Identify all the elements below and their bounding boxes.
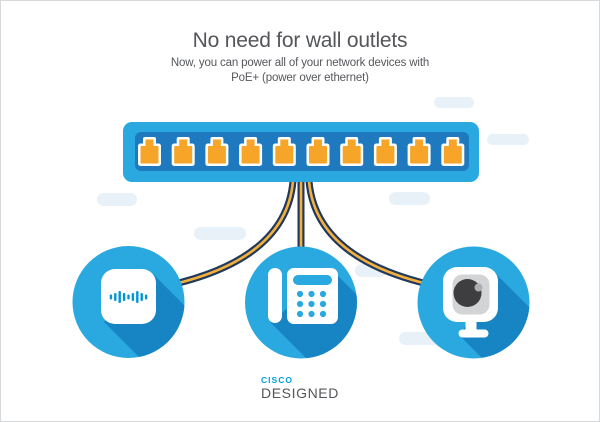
- port-fill-tab: [347, 139, 356, 149]
- decor-pill: [389, 192, 430, 205]
- port-fill-body: [241, 146, 260, 164]
- logo-bar: [127, 294, 130, 300]
- device-camera: [417, 246, 530, 359]
- port-fill-tab: [314, 139, 322, 149]
- decor-pill: [194, 227, 246, 240]
- port-fill-tab: [415, 139, 424, 149]
- port-fill-tab: [381, 139, 390, 149]
- keypad-dot: [296, 310, 304, 318]
- logo-bar: [109, 294, 113, 300]
- header: No need for wall outlets Now, you can po…: [1, 28, 599, 85]
- logo-bar: [122, 293, 126, 301]
- port-fill-body: [174, 146, 193, 164]
- designed-wordmark: DESIGNED: [261, 384, 339, 401]
- phone-screen: [293, 275, 332, 285]
- port-fill-body: [410, 146, 429, 164]
- port-fill-tab: [212, 139, 221, 149]
- keypad-dot: [296, 300, 304, 308]
- logo-bar: [140, 293, 143, 301]
- ethernet-port-icon: [138, 137, 161, 166]
- cable-left-stripe: [155, 171, 295, 290]
- port-fill-tab: [145, 139, 154, 149]
- port-fill-tab: [179, 139, 188, 149]
- ethernet-port-icon: [205, 137, 229, 166]
- poe-switch: [123, 122, 479, 182]
- logo-bar: [118, 291, 121, 303]
- cable-right-stripe: [307, 171, 447, 290]
- logo-bar: [136, 291, 139, 303]
- ethernet-cables: [155, 171, 447, 292]
- footer-logo: CISCO DESIGNED: [261, 376, 339, 400]
- camera-stand-base: [458, 329, 489, 338]
- keypad-dot: [319, 310, 327, 318]
- phone-handset: [268, 268, 282, 323]
- ethernet-port-icon: [306, 137, 330, 166]
- decor-pill: [487, 134, 529, 145]
- subtitle-line-2: PoE+ (power over ethernet): [231, 71, 369, 84]
- port-fill-body: [207, 146, 226, 164]
- camera-lens: [453, 279, 482, 307]
- cisco-logo-icon: [109, 291, 148, 303]
- port-fill-body: [140, 146, 159, 164]
- camera-lens-highlight: [474, 283, 483, 292]
- phone-keypad: [296, 290, 327, 318]
- logo-bar: [144, 294, 148, 300]
- ethernet-port-icon: [407, 137, 431, 166]
- camera-stand-stem: [465, 319, 477, 331]
- ethernet-port-icon: [171, 137, 195, 166]
- keypad-dot: [319, 290, 327, 298]
- port-fill-body: [275, 146, 294, 164]
- ethernet-port-icon: [272, 137, 296, 166]
- switch-ports: [138, 137, 465, 166]
- ethernet-port-icon: [340, 137, 364, 166]
- page-title: No need for wall outlets: [192, 29, 408, 52]
- subtitle-line-1: Now, you can power all of your network d…: [170, 57, 430, 69]
- ethernet-port-icon: [441, 137, 465, 166]
- port-fill-body: [342, 146, 361, 164]
- decor-pill: [97, 193, 137, 206]
- port-fill-body: [443, 146, 462, 164]
- cisco-wordmark: CISCO: [261, 375, 293, 385]
- logo-bar: [131, 293, 135, 301]
- decor-pill: [434, 97, 474, 108]
- page-subtitle: Now, you can power all of your network d…: [1, 56, 599, 85]
- port-fill-tab: [246, 139, 255, 149]
- keypad-dot: [319, 300, 327, 308]
- keypad-dot: [296, 290, 304, 298]
- port-fill-tab: [448, 139, 457, 149]
- keypad-dot: [308, 310, 315, 318]
- logo-bar: [114, 293, 117, 301]
- keypad-dot: [308, 290, 315, 298]
- ethernet-port-icon: [239, 137, 263, 166]
- keypad-dot: [308, 300, 315, 308]
- port-fill-body: [376, 146, 395, 164]
- port-fill-tab: [280, 139, 289, 149]
- port-fill-body: [309, 146, 327, 164]
- ethernet-port-icon: [373, 137, 397, 166]
